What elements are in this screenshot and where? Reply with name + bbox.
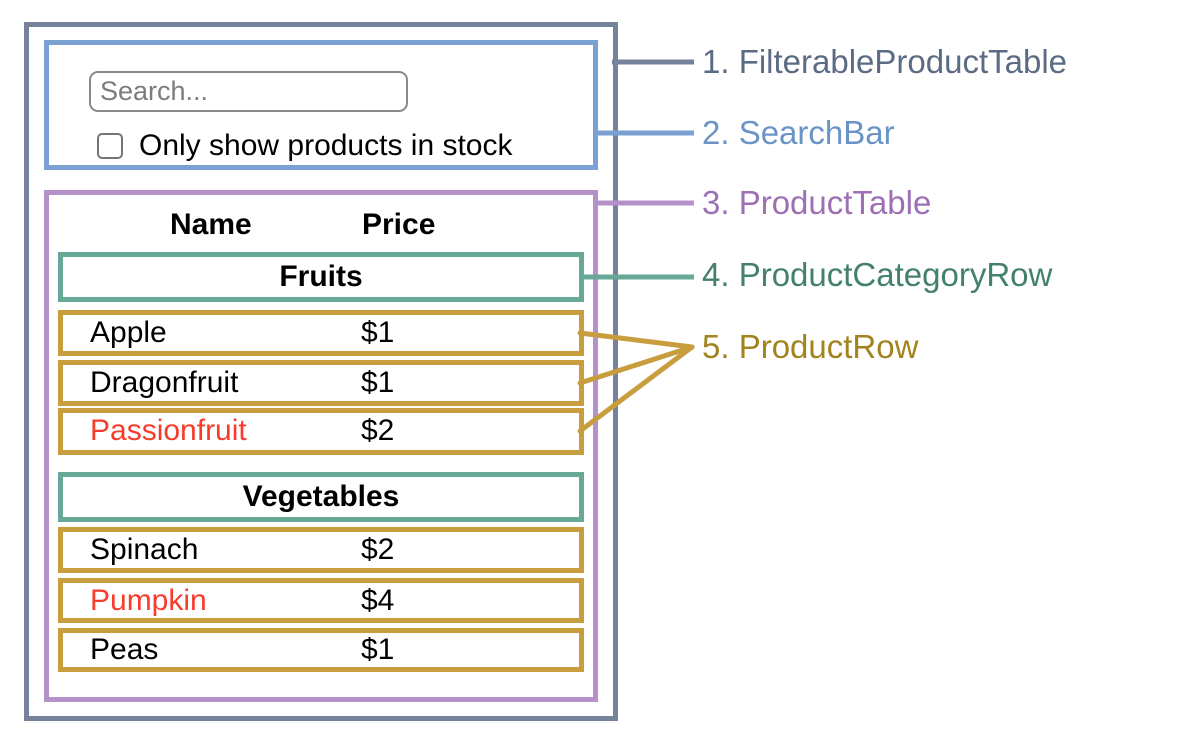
- product-row: Dragonfruit $1: [58, 360, 584, 406]
- filterable-product-table-box: Only show products in stock Name Price F…: [24, 22, 618, 721]
- product-name: Apple: [90, 316, 167, 349]
- label-product-category-row: 4. ProductCategoryRow: [702, 256, 1053, 293]
- label-product-table: 3. ProductTable: [702, 184, 932, 221]
- category-row-vegetables: Vegetables: [58, 472, 584, 522]
- product-table-box: Name Price Fruits Apple $1 Dragonfruit $…: [44, 190, 598, 702]
- label-product-row: 5. ProductRow: [702, 328, 919, 365]
- product-name: Pumpkin: [90, 584, 207, 617]
- category-label: Fruits: [279, 260, 363, 293]
- label-search-bar: 2. SearchBar: [702, 114, 895, 151]
- product-row: Passionfruit $2: [58, 408, 584, 455]
- search-bar-box: Only show products in stock: [44, 40, 598, 170]
- product-name: Spinach: [90, 533, 199, 566]
- stock-filter-row: Only show products in stock: [97, 129, 513, 163]
- product-price: $1: [361, 316, 395, 349]
- in-stock-checkbox-label: Only show products in stock: [139, 129, 513, 162]
- product-name: Peas: [90, 633, 159, 666]
- label-filterable-product-table: 1. FilterableProductTable: [702, 43, 1068, 80]
- product-price: $4: [361, 584, 395, 617]
- product-price: $2: [361, 533, 395, 566]
- category-label: Vegetables: [242, 480, 400, 513]
- product-price: $1: [361, 633, 395, 666]
- in-stock-checkbox[interactable]: [97, 133, 123, 159]
- product-name: Dragonfruit: [90, 366, 239, 399]
- column-header-name: Name: [170, 208, 252, 241]
- product-row: Apple $1: [58, 310, 584, 356]
- column-header-price: Price: [362, 208, 436, 241]
- table-header-row: Name Price: [49, 205, 593, 245]
- product-row: Spinach $2: [58, 527, 584, 573]
- product-row: Peas $1: [58, 628, 584, 672]
- product-row: Pumpkin $4: [58, 578, 584, 623]
- product-price: $2: [361, 414, 395, 447]
- product-price: $1: [361, 366, 395, 399]
- product-name: Passionfruit: [90, 414, 247, 447]
- category-row-fruits: Fruits: [58, 252, 584, 302]
- search-input[interactable]: [89, 71, 408, 112]
